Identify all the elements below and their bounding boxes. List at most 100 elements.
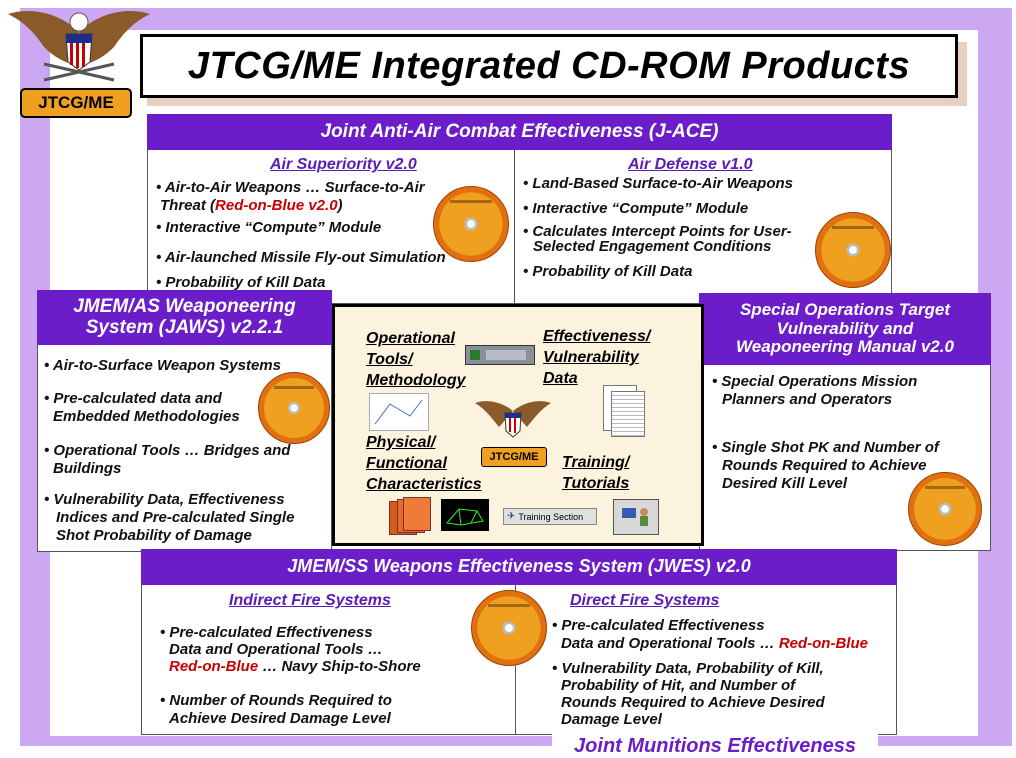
physical-line2: Functional <box>366 455 447 472</box>
indirect-fire-title: Indirect Fire Systems <box>229 592 391 609</box>
effectiveness-label: Effectiveness/ Vulnerability Data <box>543 326 650 389</box>
jace-right-item4: • Probability of Kill Data <box>523 263 693 280</box>
effectiveness-line3: Data <box>543 370 578 387</box>
jace-divider <box>514 150 515 304</box>
jace-right-item2: • Interactive “Compute” Module <box>523 200 749 217</box>
effectiveness-line2: Vulnerability <box>543 349 639 366</box>
jwes-left-item1-line3: Red-on-Blue … Navy Ship-to-Shore <box>160 658 421 675</box>
jwes-left-item2: • Number of Rounds Required to Achieve D… <box>160 692 392 728</box>
jwes-right-item1-line2: Data and Operational Tools … Red-on-Blue <box>552 635 868 653</box>
jace-left-item4: • Probability of Kill Data <box>156 274 326 291</box>
jace-header: Joint Anti-Air Combat Effectiveness (J-A… <box>147 114 892 150</box>
jwes-right-item1: • Pre-calculated Effectiveness Data and … <box>552 617 868 653</box>
jace-right-item3: • Calculates Intercept Points for User- … <box>523 224 792 254</box>
jace-left-item1-c: ) <box>337 197 343 214</box>
jaws-item2-line1: • Pre-calculated data and <box>44 390 222 407</box>
direct-fire-title: Direct Fire Systems <box>570 592 720 609</box>
training-line2: Tutorials <box>562 475 630 492</box>
logo-badge: JTCG/ME <box>20 88 132 118</box>
special-ops-item2-line3: Desired Kill Level <box>722 475 848 492</box>
jace-left-item1-b: Threat ( <box>160 197 216 214</box>
center-logo: JTCG/ME <box>473 397 553 467</box>
training-label: Training/ Tutorials <box>562 452 629 494</box>
jaws-item1: • Air-to-Surface Weapon Systems <box>44 357 281 374</box>
special-ops-item2: • Single Shot PK and Number of Rounds Re… <box>712 439 939 493</box>
cd-icon <box>471 590 547 666</box>
physical-label: Physical/ Functional Characteristics <box>366 432 482 495</box>
jwes-right-item1-b: Data and Operational Tools … <box>561 635 779 652</box>
operational-line3: Methodology <box>366 372 466 389</box>
jwes-right-item2-line2: Probability of Hit, and Number of <box>561 677 796 694</box>
training-thumbnail[interactable] <box>613 499 659 535</box>
jaws-item4-line1: • Vulnerability Data, Effectiveness <box>44 491 285 508</box>
physical-line3: Characteristics <box>366 476 482 493</box>
jwes-left-item2-line1: • Number of Rounds Required to <box>160 692 392 709</box>
red-on-blue-label: Red-on-Blue <box>778 635 868 652</box>
page-title: JTCG/ME Integrated CD-ROM Products <box>187 44 911 87</box>
jace-left-item1: • Air-to-Air Weapons … Surface-to-Air Th… <box>156 179 456 215</box>
wireframe-thumbnail <box>441 499 489 531</box>
jaws-item4: • Vulnerability Data, Effectiveness Indi… <box>44 491 294 545</box>
special-ops-header: Special Operations Target Vulnerability … <box>699 293 991 365</box>
red-on-blue-label: Red-on-Blue v2.0 <box>215 197 338 214</box>
books-thumbnail <box>389 497 431 535</box>
cd-icon <box>815 212 891 288</box>
special-ops-item1-line2: Planners and Operators <box>722 391 893 408</box>
air-defense-title: Air Defense v1.0 <box>628 156 753 173</box>
jwes-right-item2-line1: • Vulnerability Data, Probability of Kil… <box>552 660 824 677</box>
jwes-left-item2-line2: Achieve Desired Damage Level <box>169 710 391 727</box>
jaws-item4-line2: Indices and Pre-calculated Single <box>56 509 295 526</box>
training-line1: Training/ <box>562 454 630 471</box>
eagle-logo: JTCG/ME <box>4 2 154 120</box>
diagram-thumbnail <box>369 393 429 431</box>
jace-right-item3-line1: • Calculates Intercept Points for User- <box>523 223 792 240</box>
jace-left-item3: • Air-launched Missile Fly-out Simulatio… <box>156 249 446 266</box>
jaws-item3-line2: Buildings <box>53 460 122 477</box>
eagle-icon <box>8 11 150 82</box>
jaws-item3: • Operational Tools … Bridges and Buildi… <box>44 442 290 478</box>
jwes-right-item2: • Vulnerability Data, Probability of Kil… <box>552 660 825 728</box>
jace-header-text: Joint Anti-Air Combat Effectiveness (J-A… <box>320 120 719 142</box>
jwes-left-item1: • Pre-calculated Effectiveness Data and … <box>160 624 421 675</box>
special-ops-item1-line1: • Special Operations Mission <box>712 373 918 390</box>
special-ops-header-line1: Special Operations Target <box>739 299 951 319</box>
effectiveness-line1: Effectiveness/ <box>543 328 651 345</box>
jwes-right-item1-line1: • Pre-calculated Effectiveness <box>552 617 765 634</box>
special-ops-header-line3: Weaponeering Manual v2.0 <box>736 337 954 357</box>
jwes-left-item1-line2: Data and Operational Tools … <box>169 641 383 658</box>
special-ops-item2-line1: • Single Shot PK and Number of <box>712 439 939 456</box>
title-box: JTCG/ME Integrated CD-ROM Products <box>140 34 958 98</box>
jaws-item3-line1: • Operational Tools … Bridges and <box>44 442 291 459</box>
jwes-left-item1-c: … Navy Ship-to-Shore <box>258 658 421 675</box>
center-logo-badge: JTCG/ME <box>481 447 547 467</box>
table-thumbnail <box>611 391 645 437</box>
footer-label: Joint Munitions Effectiveness <box>552 734 878 758</box>
jace-left-item1-line1: • Air-to-Air Weapons … Surface-to-Air <box>156 179 425 196</box>
jace-left-item2: • Interactive “Compute” Module <box>156 219 382 236</box>
jace-left-item1-line2: Threat (Red-on-Blue v2.0) <box>156 197 456 215</box>
jaws-header-line2: System (JAWS) v2.2.1 <box>85 316 284 338</box>
cd-icon <box>908 472 982 546</box>
logo-text: JTCG/ME <box>38 93 114 112</box>
center-logo-text: JTCG/ME <box>489 451 539 463</box>
cd-icon <box>433 186 509 262</box>
jwes-left-item1-line1: • Pre-calculated Effectiveness <box>160 624 373 641</box>
cd-icon <box>258 372 330 444</box>
training-section-button[interactable]: ✈ Training Section <box>503 508 597 525</box>
red-on-blue-label: Red-on-Blue <box>169 658 259 675</box>
jwes-right-item2-line4: Damage Level <box>561 711 662 728</box>
jwes-right-item2-line3: Rounds Required to Achieve Desired <box>561 694 825 711</box>
operational-tools-label: Operational Tools/ Methodology <box>366 328 466 391</box>
jwes-header-text: JMEM/SS Weapons Effectiveness System (JW… <box>287 556 751 577</box>
special-ops-item1: • Special Operations Mission Planners an… <box>712 373 917 409</box>
jaws-item4-line3: Shot Probability of Damage <box>56 527 252 544</box>
operational-line1: Operational <box>366 330 455 347</box>
vehicle-thumbnail <box>465 345 535 365</box>
physical-line1: Physical/ <box>366 434 436 451</box>
computer-user-icon <box>622 508 648 526</box>
air-superiority-title: Air Superiority v2.0 <box>270 156 417 173</box>
operational-line2: Tools/ <box>366 351 413 368</box>
jace-right-item3-line2: Selected Engagement Conditions <box>533 238 772 255</box>
jaws-header: JMEM/AS Weaponeering System (JAWS) v2.2.… <box>37 290 332 345</box>
jaws-item2-line2: Embedded Methodologies <box>53 408 240 425</box>
